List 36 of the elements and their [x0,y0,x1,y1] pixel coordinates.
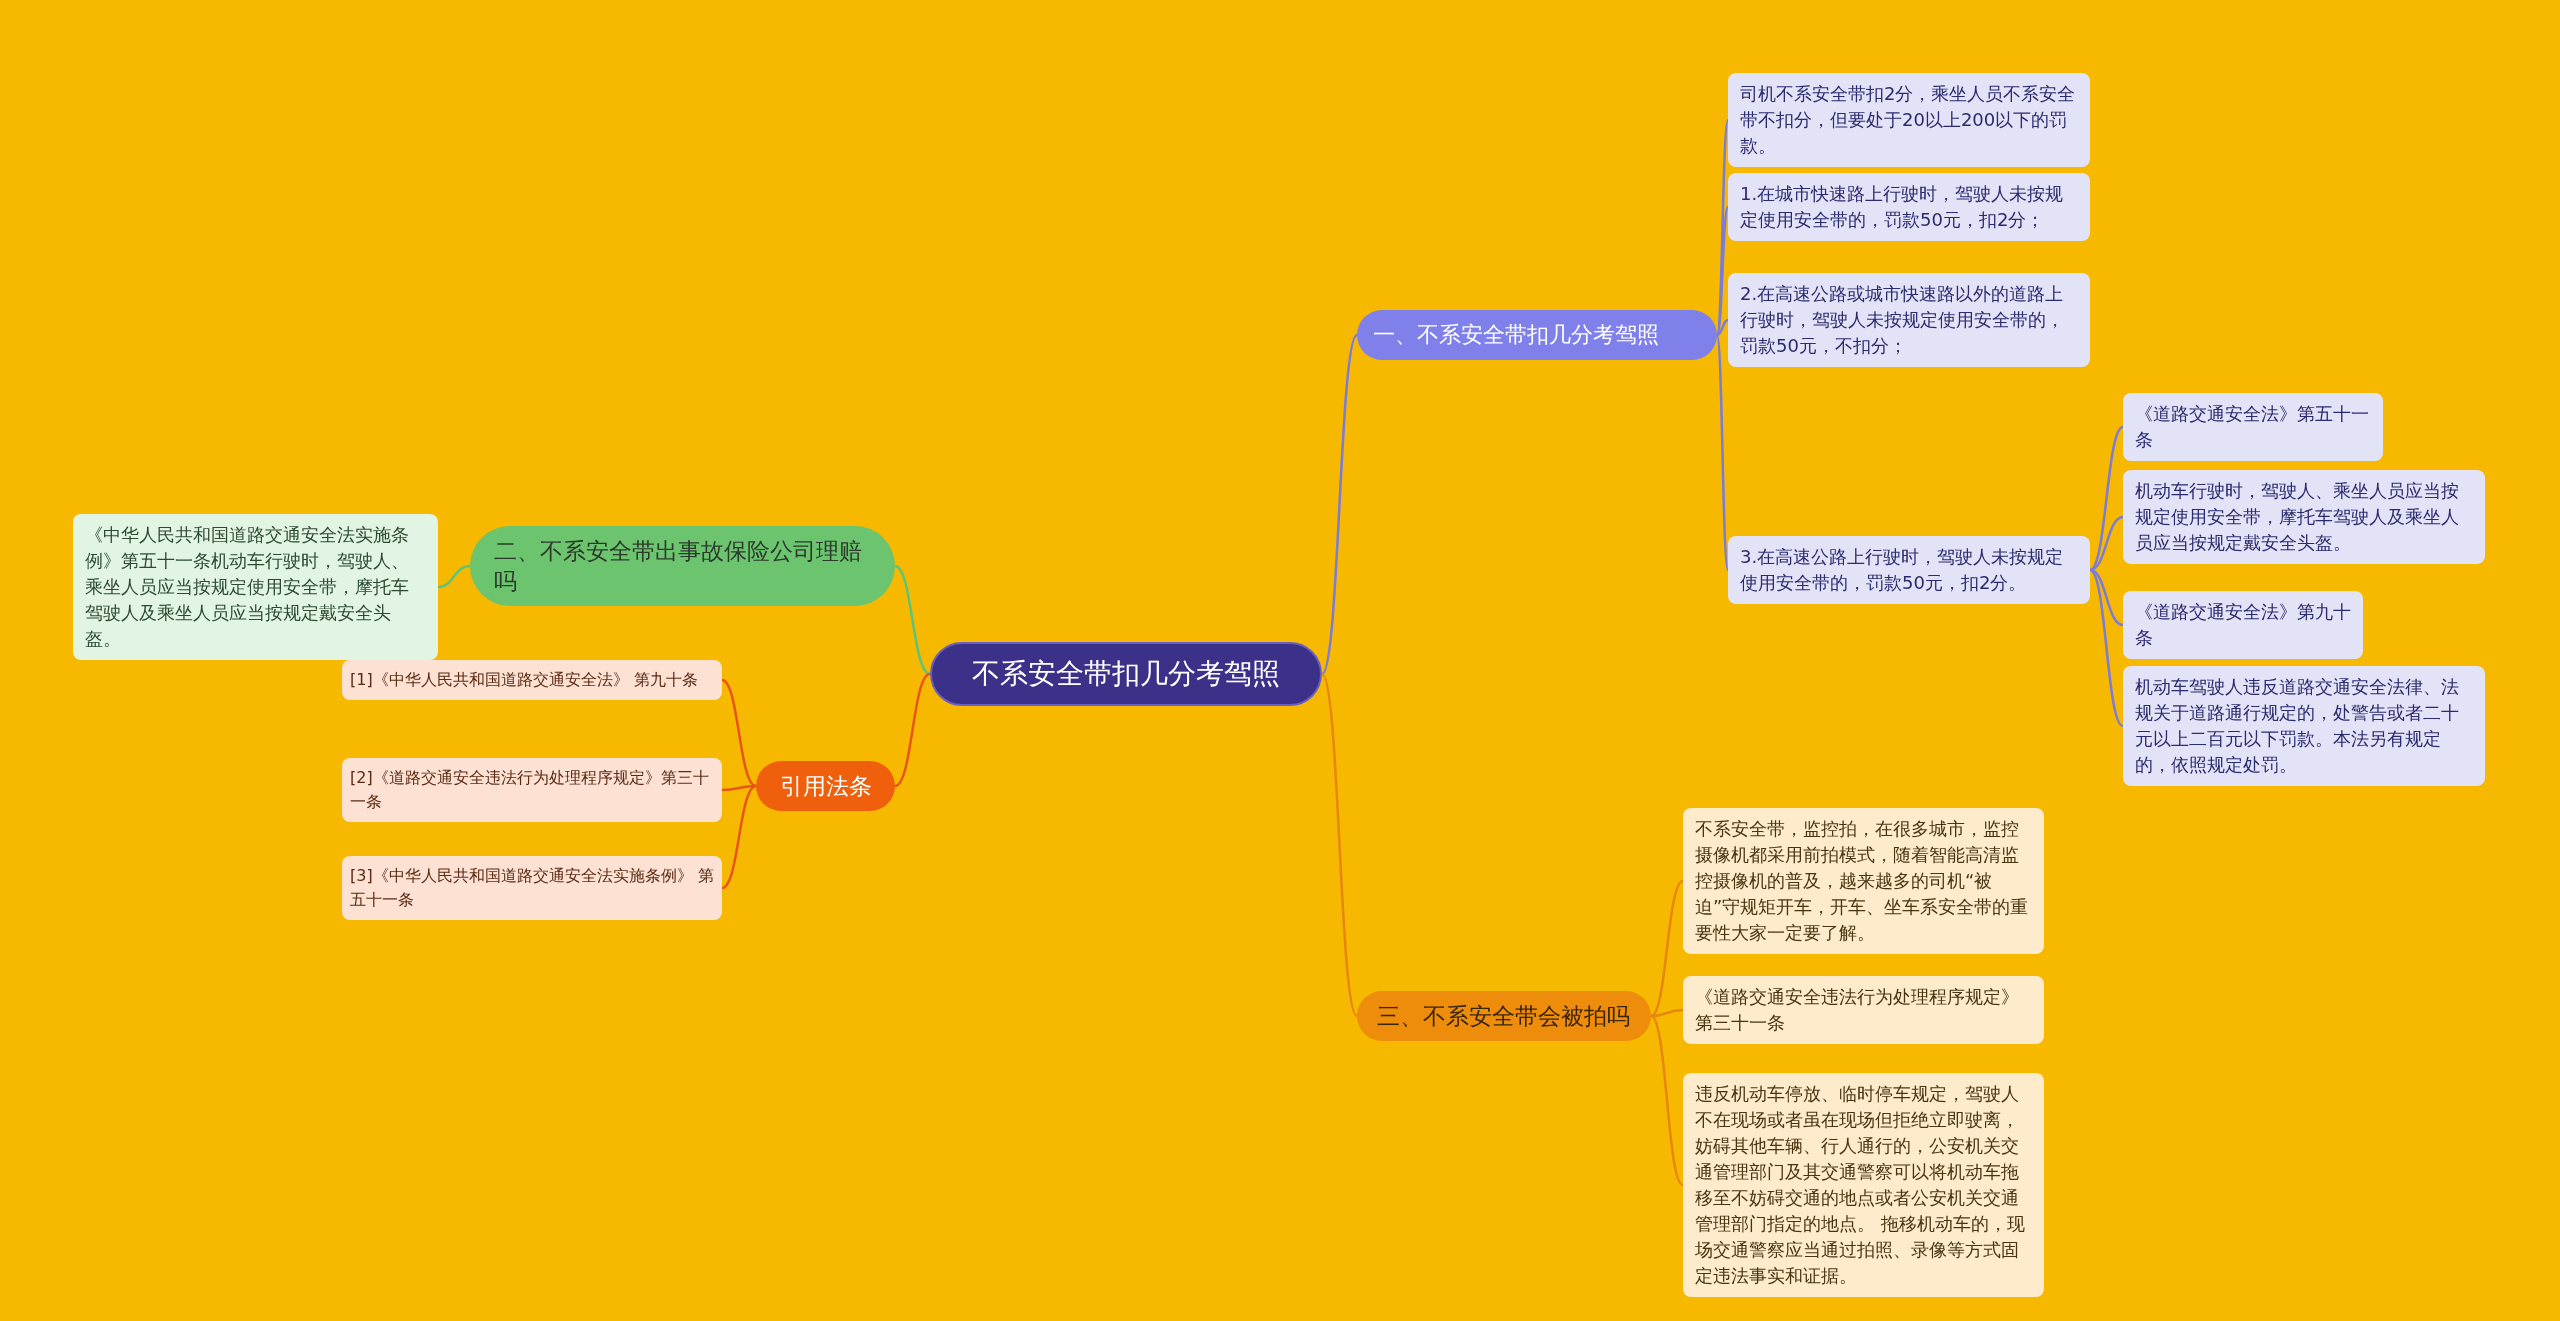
connector-line [437,564,471,589]
leaf-topic: [3]《中华人民共和国道路交通安全法实施条例》 第五十一条 [342,856,722,920]
branch-topic: 三、不系安全带会被拍吗 [1357,991,1651,1041]
leaf-topic: 机动车行驶时，驾驶人、乘坐人员应当按规定使用安全带，摩托车驾驶人及乘坐人员应当按规定戴安全头盔。 [2123,470,2485,564]
leaf-topic: 《道路交通安全法》第五十一条 [2123,393,2383,461]
connector-line [2089,426,2124,571]
leaf-topic: 不系安全带，监控拍，在很多城市，监控摄像机都采用前拍模式，随着智能高清监控摄像机的普及，越来越多的司机“被迫”守规矩开车，开车、坐车系安全带的重要性大家一定要了解。 [1683,808,2044,954]
connector-line [1650,1015,1684,1186]
leaf-topic: 司机不系安全带扣2分，乘坐人员不系安全带不扣分，但要处于20以上200以下的罚款。 [1728,73,2090,167]
leaf-topic: [2]《道路交通安全违法行为处理程序规定》第三十一条 [342,758,722,822]
connector-line [2089,515,2124,572]
connector-line [721,784,757,890]
leaf-topic: 《道路交通安全违法行为处理程序规定》第三十一条 [1683,976,2044,1044]
connector-line [1715,206,1730,336]
leaf-topic: 《道路交通安全法》第九十条 [2123,591,2363,659]
connector-line [1716,318,1729,337]
root-topic: 不系安全带扣几分考驾照 [930,642,1322,706]
connector-line [2089,569,2124,727]
leaf-topic: 违反机动车停放、临时停车规定，驾驶人不在现场或者虽在现场但拒绝立即驶离，妨碍其他车辆、行人通行的，公安机关交通管理部门及其交通警察可以将机动车拖移至不妨碍交通的地点或者公安机关交通管理部门指定的地点。 拖移机动车的，现场交通警察应当通过拍照、录像等方式固定违法事实和证据。 [1683,1073,2044,1297]
leaf-topic: 《中华人民共和国道路交通安全法实施条例》第五十一条机动车行驶时，驾驶人、乘坐人员应当按规定使用安全带，摩托车驾驶人及乘坐人员应当按规定戴安全头盔。 [73,514,438,660]
connector-line [1320,673,1359,1017]
connector-line [1320,334,1359,675]
leaf-topic: 3.在高速公路上行驶时，驾驶人未按规定使用安全带的，罚款50元，扣2分。 [1728,536,2090,604]
connector-line [1715,334,1730,571]
branch-topic: 引用法条 [756,761,895,811]
leaf-topic: 2.在高速公路或城市快速路以外的道路上行驶时，驾驶人未按规定使用安全带的，罚款50元，不扣分； [1728,273,2090,367]
branch-topic: 二、不系安全带出事故保险公司理赔吗 [470,526,895,606]
connector-line [1650,880,1684,1017]
connector-line [2089,568,2124,627]
connector-line [894,564,931,676]
leaf-topic: 机动车驾驶人违反道路交通安全法律、法规关于道路通行规定的，处警告或者二十元以上二百元以下罚款。本法另有规定的，依照规定处罚。 [2123,666,2485,786]
leaf-topic: [1]《中华人民共和国道路交通安全法》 第九十条 [342,660,722,700]
leaf-topic: 1.在城市快速路上行驶时，驾驶人未按规定使用安全带的，罚款50元，扣2分； [1728,173,2090,241]
connector-line [894,672,931,788]
branch-topic: 一、不系安全带扣几分考驾照 [1357,310,1717,360]
connector-line [721,678,757,788]
